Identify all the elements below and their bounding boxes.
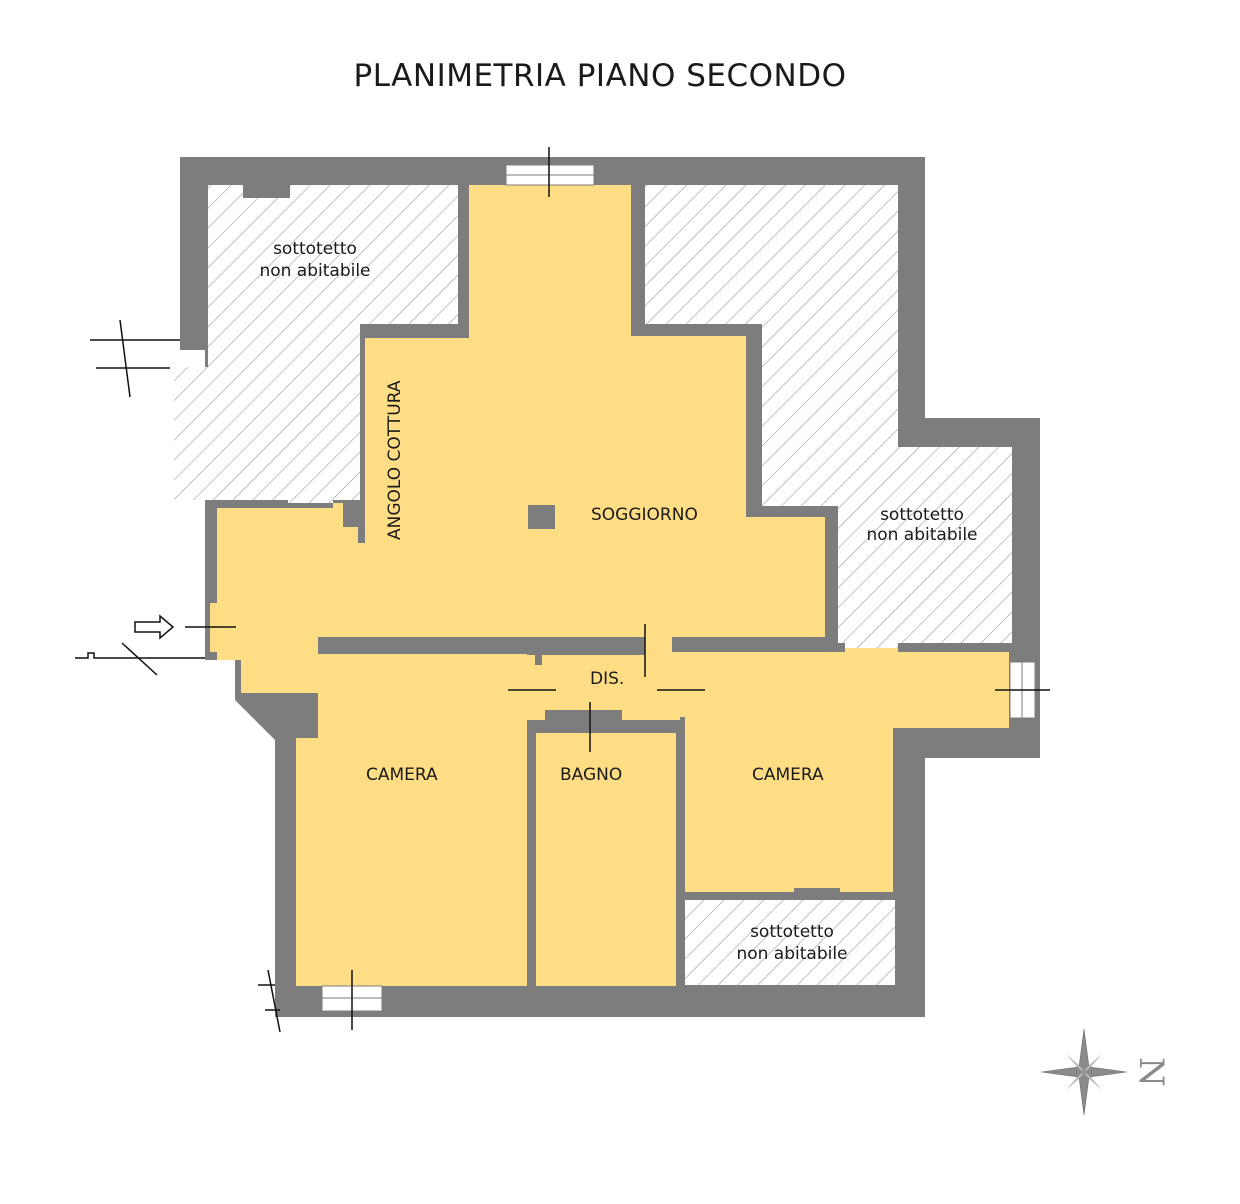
floor-bagno <box>536 733 676 986</box>
section-marks <box>75 319 281 1033</box>
attic-label-bottom-right-line2: non abitabile <box>736 944 847 964</box>
floor-camera-right-upper <box>685 663 905 723</box>
attic-top-left <box>174 185 458 503</box>
attic-right <box>645 185 1012 648</box>
room-label-bagno: BAGNO <box>560 765 622 785</box>
attic-label-top-left-line2: non abitabile <box>259 261 370 281</box>
attic-label-top-left-line1: sottotetto <box>273 239 357 259</box>
structural-pillar <box>528 505 555 529</box>
attic-label-right-line1: sottotetto <box>880 505 964 525</box>
attic-label-bottom-right-line1: sottotetto <box>750 922 834 942</box>
attic-bottom-right <box>685 900 895 985</box>
floor-corridor-link <box>318 654 527 738</box>
entrance-arrow-icon <box>134 614 175 640</box>
compass-north-label: N <box>1131 1057 1171 1087</box>
room-label-dis: DIS. <box>590 669 624 689</box>
room-label-camera-left: CAMERA <box>366 765 438 785</box>
room-label-camera-right: CAMERA <box>752 765 824 785</box>
room-label-soggiorno: SOGGIORNO <box>591 505 698 525</box>
plan-title: PLANIMETRIA PIANO SECONDO <box>353 58 847 94</box>
door-lines <box>508 624 705 752</box>
attic-label-right-line2: non abitabile <box>866 525 977 545</box>
floor-camera-left <box>296 738 527 986</box>
compass-rose-icon <box>1040 1028 1128 1116</box>
room-label-angolo-cottura: ANGOLO COTTURA <box>385 380 405 540</box>
